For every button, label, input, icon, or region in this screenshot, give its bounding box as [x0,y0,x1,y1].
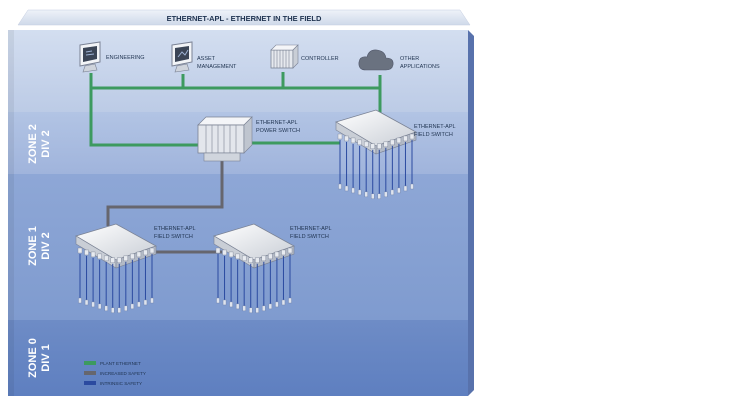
field-switch-mid-label-line1: ETHERNET-APL [290,226,332,232]
legend-swatch-intrinsic-safety [84,381,96,385]
legend-item-intrinsic-safety: INTRINSIC SAFETY [84,381,142,386]
field-switch-mid-device: ETHERNET-APL FIELD SWITCH [213,223,332,314]
legend-label-plant-ethernet: PLANT ETHERNET [100,361,141,366]
field-switch-top-device: ETHERNET-APL FIELD SWITCH [335,109,456,200]
legend: PLANT ETHERNET INCREASED SAFETY INTRINSI… [84,361,146,386]
asset-management-label-line2: MANAGEMENT [197,64,237,70]
power-switch-device: ETHERNET-APL POWER SWITCH [197,116,300,162]
right-side-panel [468,30,474,396]
field-switch-top-spurs [338,140,414,200]
plant-ethernet-lines [89,72,382,147]
field-switch-top-label-line2: FIELD SWITCH [414,132,453,138]
zone-bands [8,30,474,396]
field-switch-left-spurs [78,254,154,314]
increased-safety-lines [106,160,224,254]
legend-label-intrinsic-safety: INTRINSIC SAFETY [100,381,142,386]
legend-item-increased-safety: INCREASED SAFETY [84,371,146,376]
zone-top-band [8,30,468,112]
asset-management-monitor-icon [171,41,193,73]
zone-0-band [8,320,468,396]
power-switch-label-line1: ETHERNET-APL [256,120,298,126]
field-switch-left-icon [75,223,157,269]
field-switch-top-icon [335,109,417,155]
other-applications-label-line1: OTHER [400,56,419,62]
zone-1-div-label: DIV 2 [40,232,52,260]
controller-device: CONTROLLER [270,44,339,69]
controller-label: CONTROLLER [301,56,339,62]
power-switch-icon [197,116,253,162]
controller-rack-icon [270,44,299,69]
field-switch-left-device: ETHERNET-APL FIELD SWITCH [75,223,196,314]
other-applications-label-line2: APPLICATIONS [400,64,440,70]
field-switch-mid-spurs [216,254,292,314]
engineering-monitor-icon [79,41,101,73]
engineering-device: ENGINEERING [79,41,145,73]
left-bevel [8,30,14,396]
legend-swatch-increased-safety [84,371,96,375]
legend-swatch-plant-ethernet [84,361,96,365]
legend-item-plant-ethernet: PLANT ETHERNET [84,361,141,366]
asset-management-label-line1: ASSET [197,56,216,62]
engineering-label: ENGINEERING [106,55,145,61]
legend-label-increased-safety: INCREASED SAFETY [100,371,146,376]
field-switch-left-label-line2: FIELD SWITCH [154,234,193,240]
zone-labels: ZONE 2 DIV 2 ZONE 1 DIV 2 ZONE 0 DIV 1 [27,124,52,378]
zone-2-label: ZONE 2 [27,124,39,164]
zone-0-label: ZONE 0 [27,338,39,378]
zone-1-label: ZONE 1 [27,226,39,266]
field-switch-mid-label-line2: FIELD SWITCH [290,234,329,240]
cloud-icon [358,49,394,71]
field-switch-top-label-line1: ETHERNET-APL [414,124,456,130]
asset-management-device: ASSET MANAGEMENT [171,41,237,73]
other-applications-device: OTHER APPLICATIONS [358,49,440,71]
field-switch-left-label-line1: ETHERNET-APL [154,226,196,232]
title-bar: ETHERNET-APL - ETHERNET IN THE FIELD [17,9,471,26]
zone-2-div-label: DIV 2 [40,130,52,158]
power-switch-label-line2: POWER SWITCH [256,128,300,134]
diagram-title: ETHERNET-APL - ETHERNET IN THE FIELD [167,14,322,23]
zone-0-div-label: DIV 1 [40,344,52,372]
